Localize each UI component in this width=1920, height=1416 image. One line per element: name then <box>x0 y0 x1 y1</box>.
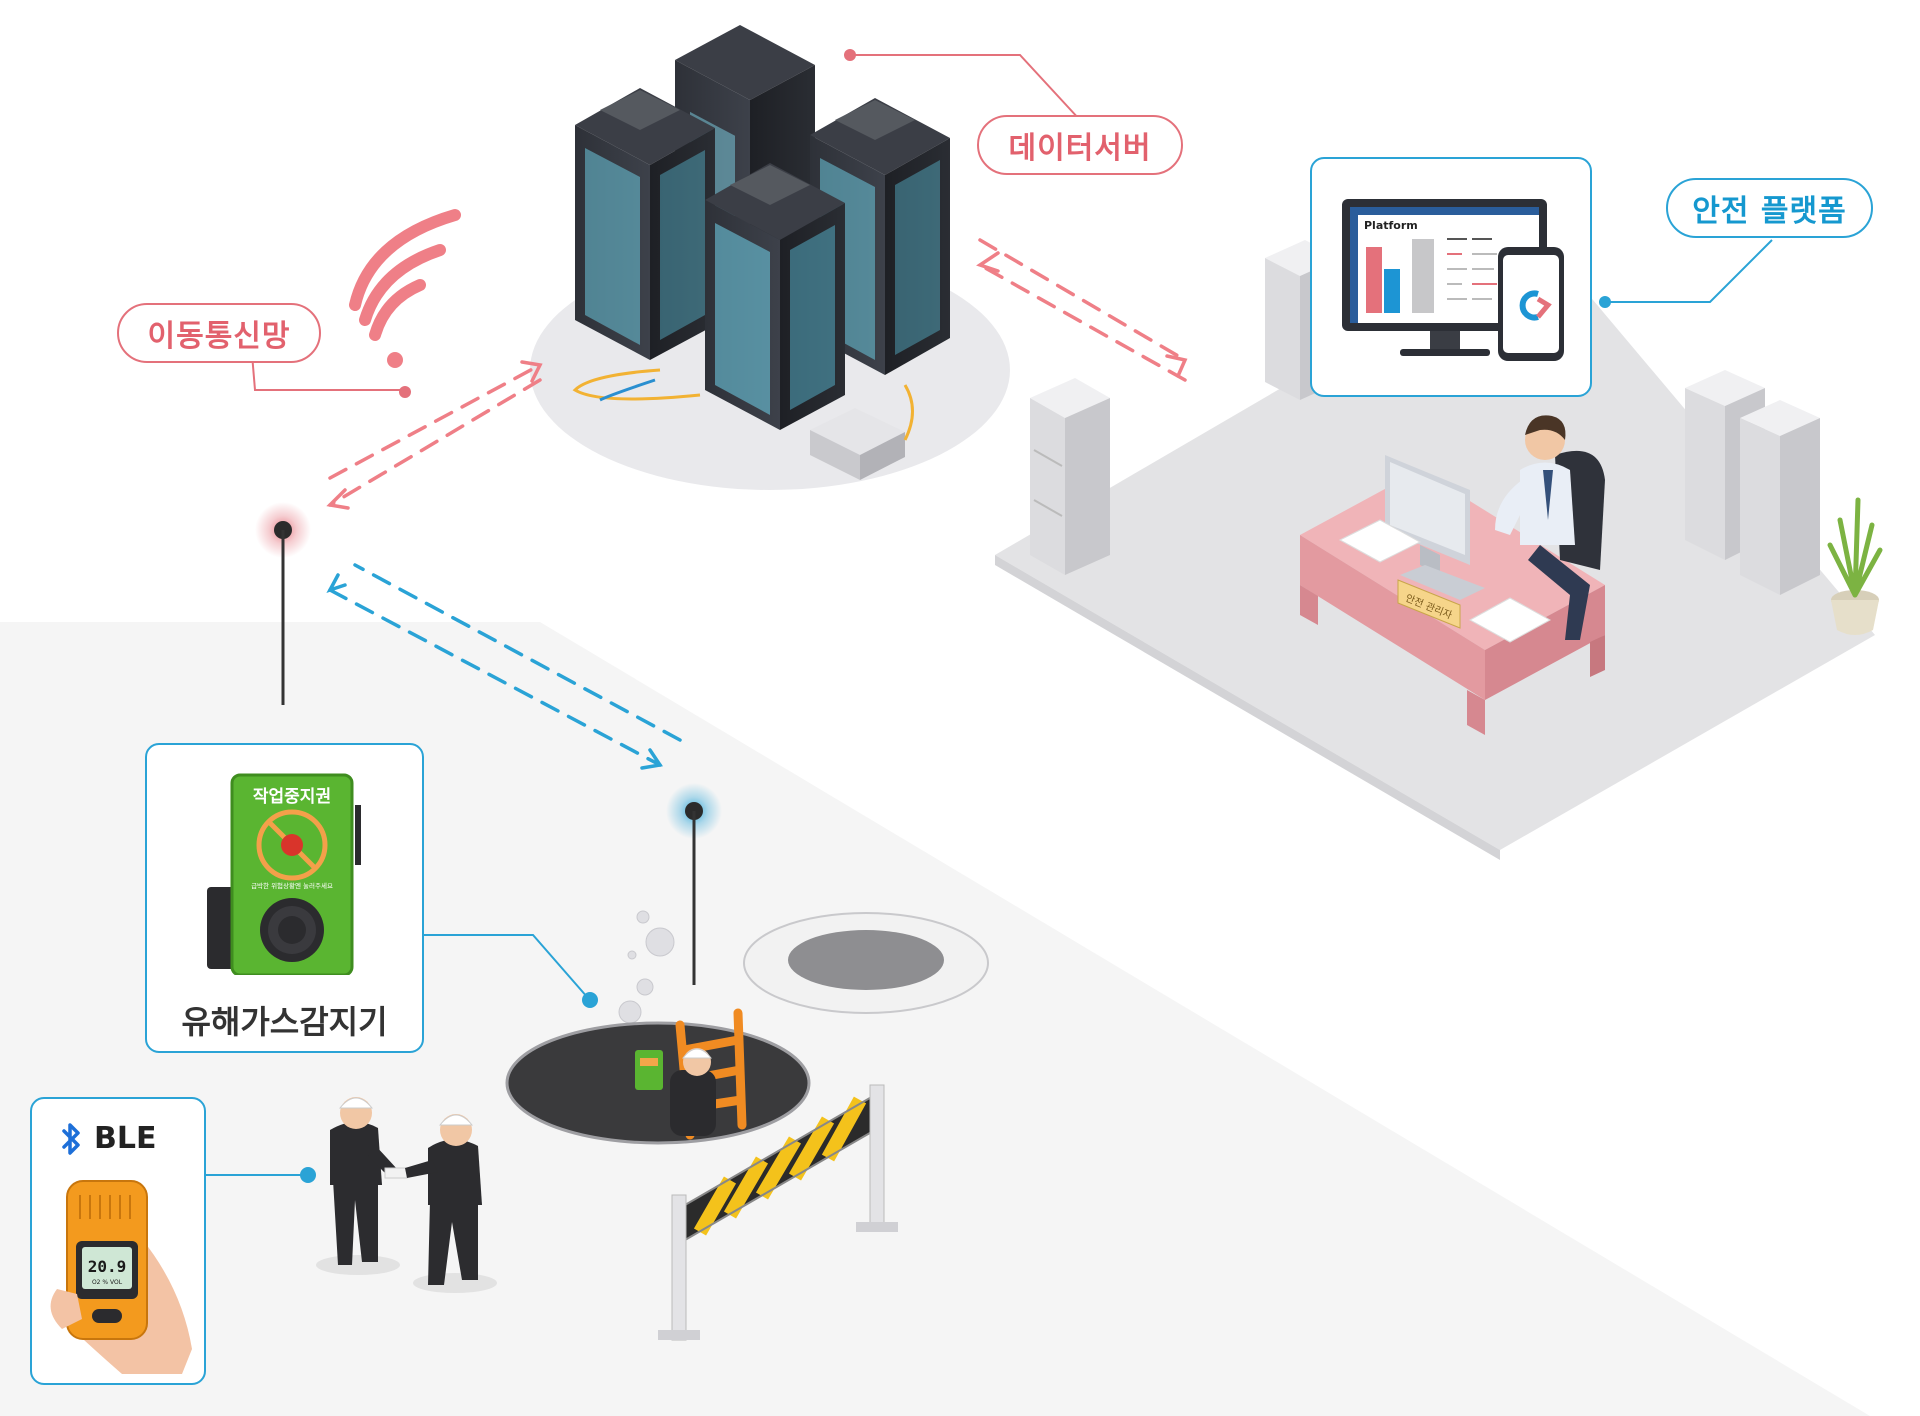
arrow-antenna-to-sensor <box>328 588 662 767</box>
arrow-server-to-office <box>978 238 1187 362</box>
manager-figure <box>1495 415 1605 640</box>
arrow-heads <box>326 251 1188 770</box>
label-connectors <box>205 49 1773 1183</box>
platform-bar-blue <box>1384 269 1400 313</box>
arrow-sensor-to-antenna <box>353 563 682 742</box>
bluetooth-icon <box>62 1123 80 1155</box>
ble-card: BLE 20.9 O2 % VOL <box>30 1097 206 1385</box>
antenna-pole-sensor <box>666 783 722 985</box>
wifi-icon <box>349 209 461 368</box>
detector-header: 작업중지권 <box>253 787 331 807</box>
platform-bar-red <box>1366 247 1382 313</box>
arrow-server-to-antenna <box>328 378 542 507</box>
platform-devices: Platform <box>1342 199 1564 361</box>
handheld-gas-meter: 20.9 O2 % VOL <box>50 1180 192 1374</box>
file-cabinet-right <box>1685 370 1820 595</box>
arrow-office-to-server <box>978 263 1187 382</box>
server-rack-left <box>575 88 715 360</box>
gas-detector-card: 작업중지권 급박한 위험상황엔 눌러주세요 유해가스감지기 <box>145 743 424 1053</box>
detector-caption: 급박한 위험상황엔 눌러주세요 <box>251 881 333 890</box>
platform-bar-gray <box>1412 239 1434 313</box>
platform-screen-title: Platform <box>1364 219 1418 232</box>
file-cabinet-left <box>1030 378 1110 575</box>
comm-arrows <box>328 238 1187 767</box>
label-safety-platform: 안전 플랫폼 <box>1666 178 1873 238</box>
server-rack-front <box>705 163 845 430</box>
worker-right <box>405 1114 497 1293</box>
worker-left <box>316 1097 408 1275</box>
desk-papers <box>1338 519 1422 563</box>
worker-in-manhole <box>635 1048 716 1136</box>
label-ble: BLE <box>94 1121 157 1156</box>
antenna-pole-network <box>255 502 311 705</box>
plant-pot <box>1827 497 1883 635</box>
label-gas-detector: 유해가스감지기 <box>181 1003 388 1041</box>
safety-platform-card: Platform <box>1310 157 1592 397</box>
server-cluster <box>530 25 1010 490</box>
label-data-server: 데이터서버 <box>977 115 1183 175</box>
network-switch <box>810 408 905 480</box>
gas-detector-device: 작업중지권 급박한 위험상황엔 눌러주세요 <box>207 773 361 975</box>
safety-barrier <box>658 1084 898 1341</box>
gas-meter-reading: 20.9 <box>88 1257 127 1276</box>
manhole-cover <box>743 912 989 1014</box>
label-mobile-network: 이동통신망 <box>117 303 321 363</box>
arrow-antenna-to-server <box>328 363 542 480</box>
gas-meter-unit: O2 % VOL <box>92 1279 123 1286</box>
